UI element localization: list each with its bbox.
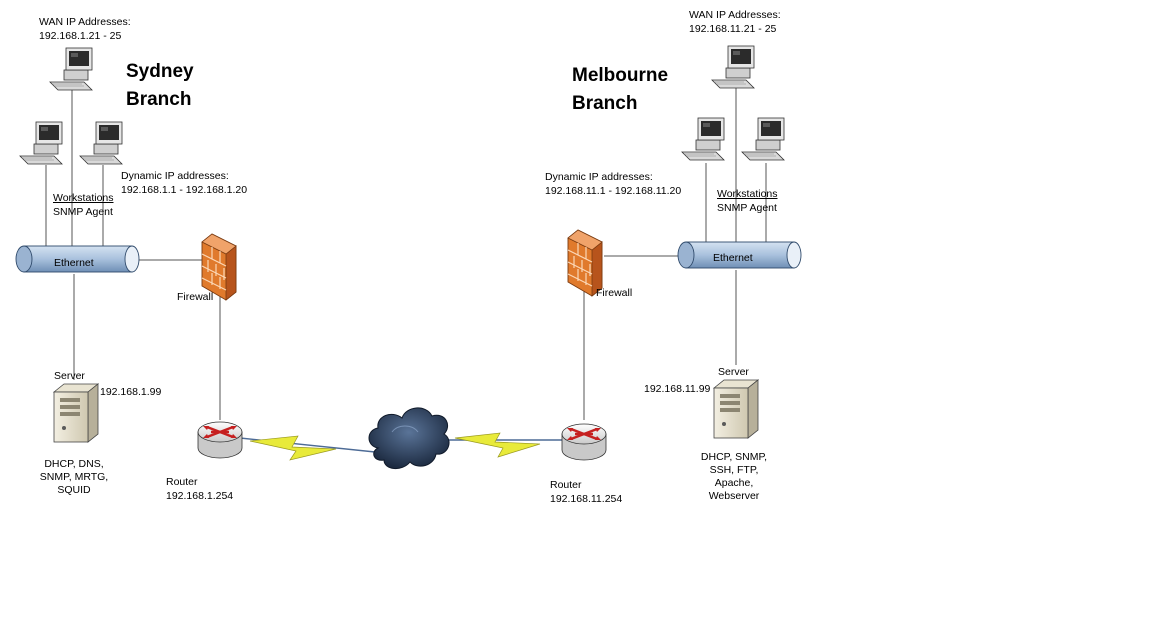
sydney-firewall-label: Firewall — [177, 291, 214, 303]
server-icon[interactable] — [53, 383, 99, 443]
sydney-links — [45, 90, 221, 420]
wan-link-icon — [454, 432, 541, 458]
sydney-server-ip: 192.168.1.99 — [100, 386, 162, 398]
melbourne-dynamic-label: Dynamic IP addresses: — [545, 171, 653, 183]
melbourne-snmp-agent-label: SNMP Agent — [717, 202, 777, 214]
sydney-server-services: DHCP, DNS, SNMP, MRTG, SQUID — [39, 458, 109, 496]
server-icon[interactable] — [713, 379, 759, 439]
sydney-snmp-agent-label: SNMP Agent — [53, 206, 113, 218]
melbourne-workstations-label: Workstations — [717, 188, 778, 200]
wan-link-icon — [249, 435, 337, 461]
sydney-workstations-label: Workstations — [53, 192, 114, 204]
melbourne-wan-range: 192.168.11.21 - 25 — [689, 23, 777, 35]
sydney-router-label: Router — [166, 476, 198, 488]
melbourne-server-services: DHCP, SNMP, SSH, FTP, Apache, Webserver — [700, 451, 768, 502]
workstation-icon[interactable] — [19, 121, 63, 165]
workstation-icon[interactable] — [681, 117, 725, 161]
sydney-dynamic-range: 192.168.1.1 - 192.168.1.20 — [121, 184, 248, 196]
workstation-icon[interactable] — [711, 45, 755, 89]
internet-cloud-icon — [368, 407, 450, 469]
melbourne-title-line1: Melbourne — [572, 65, 669, 86]
melbourne-firewall-label: Firewall — [596, 287, 633, 299]
router-icon[interactable] — [560, 422, 608, 462]
sydney-ethernet-label: Ethernet — [54, 257, 94, 269]
sydney-server-label: Server — [54, 370, 85, 382]
melbourne-title-line2: Branch — [572, 93, 638, 114]
sydney-router-ip: 192.168.1.254 — [166, 490, 234, 502]
melbourne-links — [583, 88, 767, 420]
melbourne-server-ip: 192.168.11.99 — [644, 383, 711, 395]
melbourne-router-label: Router — [550, 479, 582, 491]
workstation-icon[interactable] — [79, 121, 123, 165]
sydney-title-line2: Branch — [126, 89, 192, 110]
sydney-title-line1: Sydney — [126, 61, 194, 82]
wan-links — [239, 432, 562, 461]
sydney-wan-label: WAN IP Addresses: — [39, 16, 131, 28]
workstation-icon[interactable] — [49, 47, 93, 91]
router-icon[interactable] — [196, 420, 244, 460]
melbourne-wan-label: WAN IP Addresses: — [689, 9, 781, 21]
melbourne-ethernet-label: Ethernet — [713, 252, 753, 264]
sydney-dynamic-label: Dynamic IP addresses: — [121, 170, 229, 182]
workstation-icon[interactable] — [741, 117, 785, 161]
sydney-wan-range: 192.168.1.21 - 25 — [39, 30, 122, 42]
melbourne-router-ip: 192.168.11.254 — [550, 493, 623, 505]
melbourne-server-label: Server — [718, 366, 749, 378]
melbourne-dynamic-range: 192.168.11.1 - 192.168.11.20 — [545, 185, 682, 197]
